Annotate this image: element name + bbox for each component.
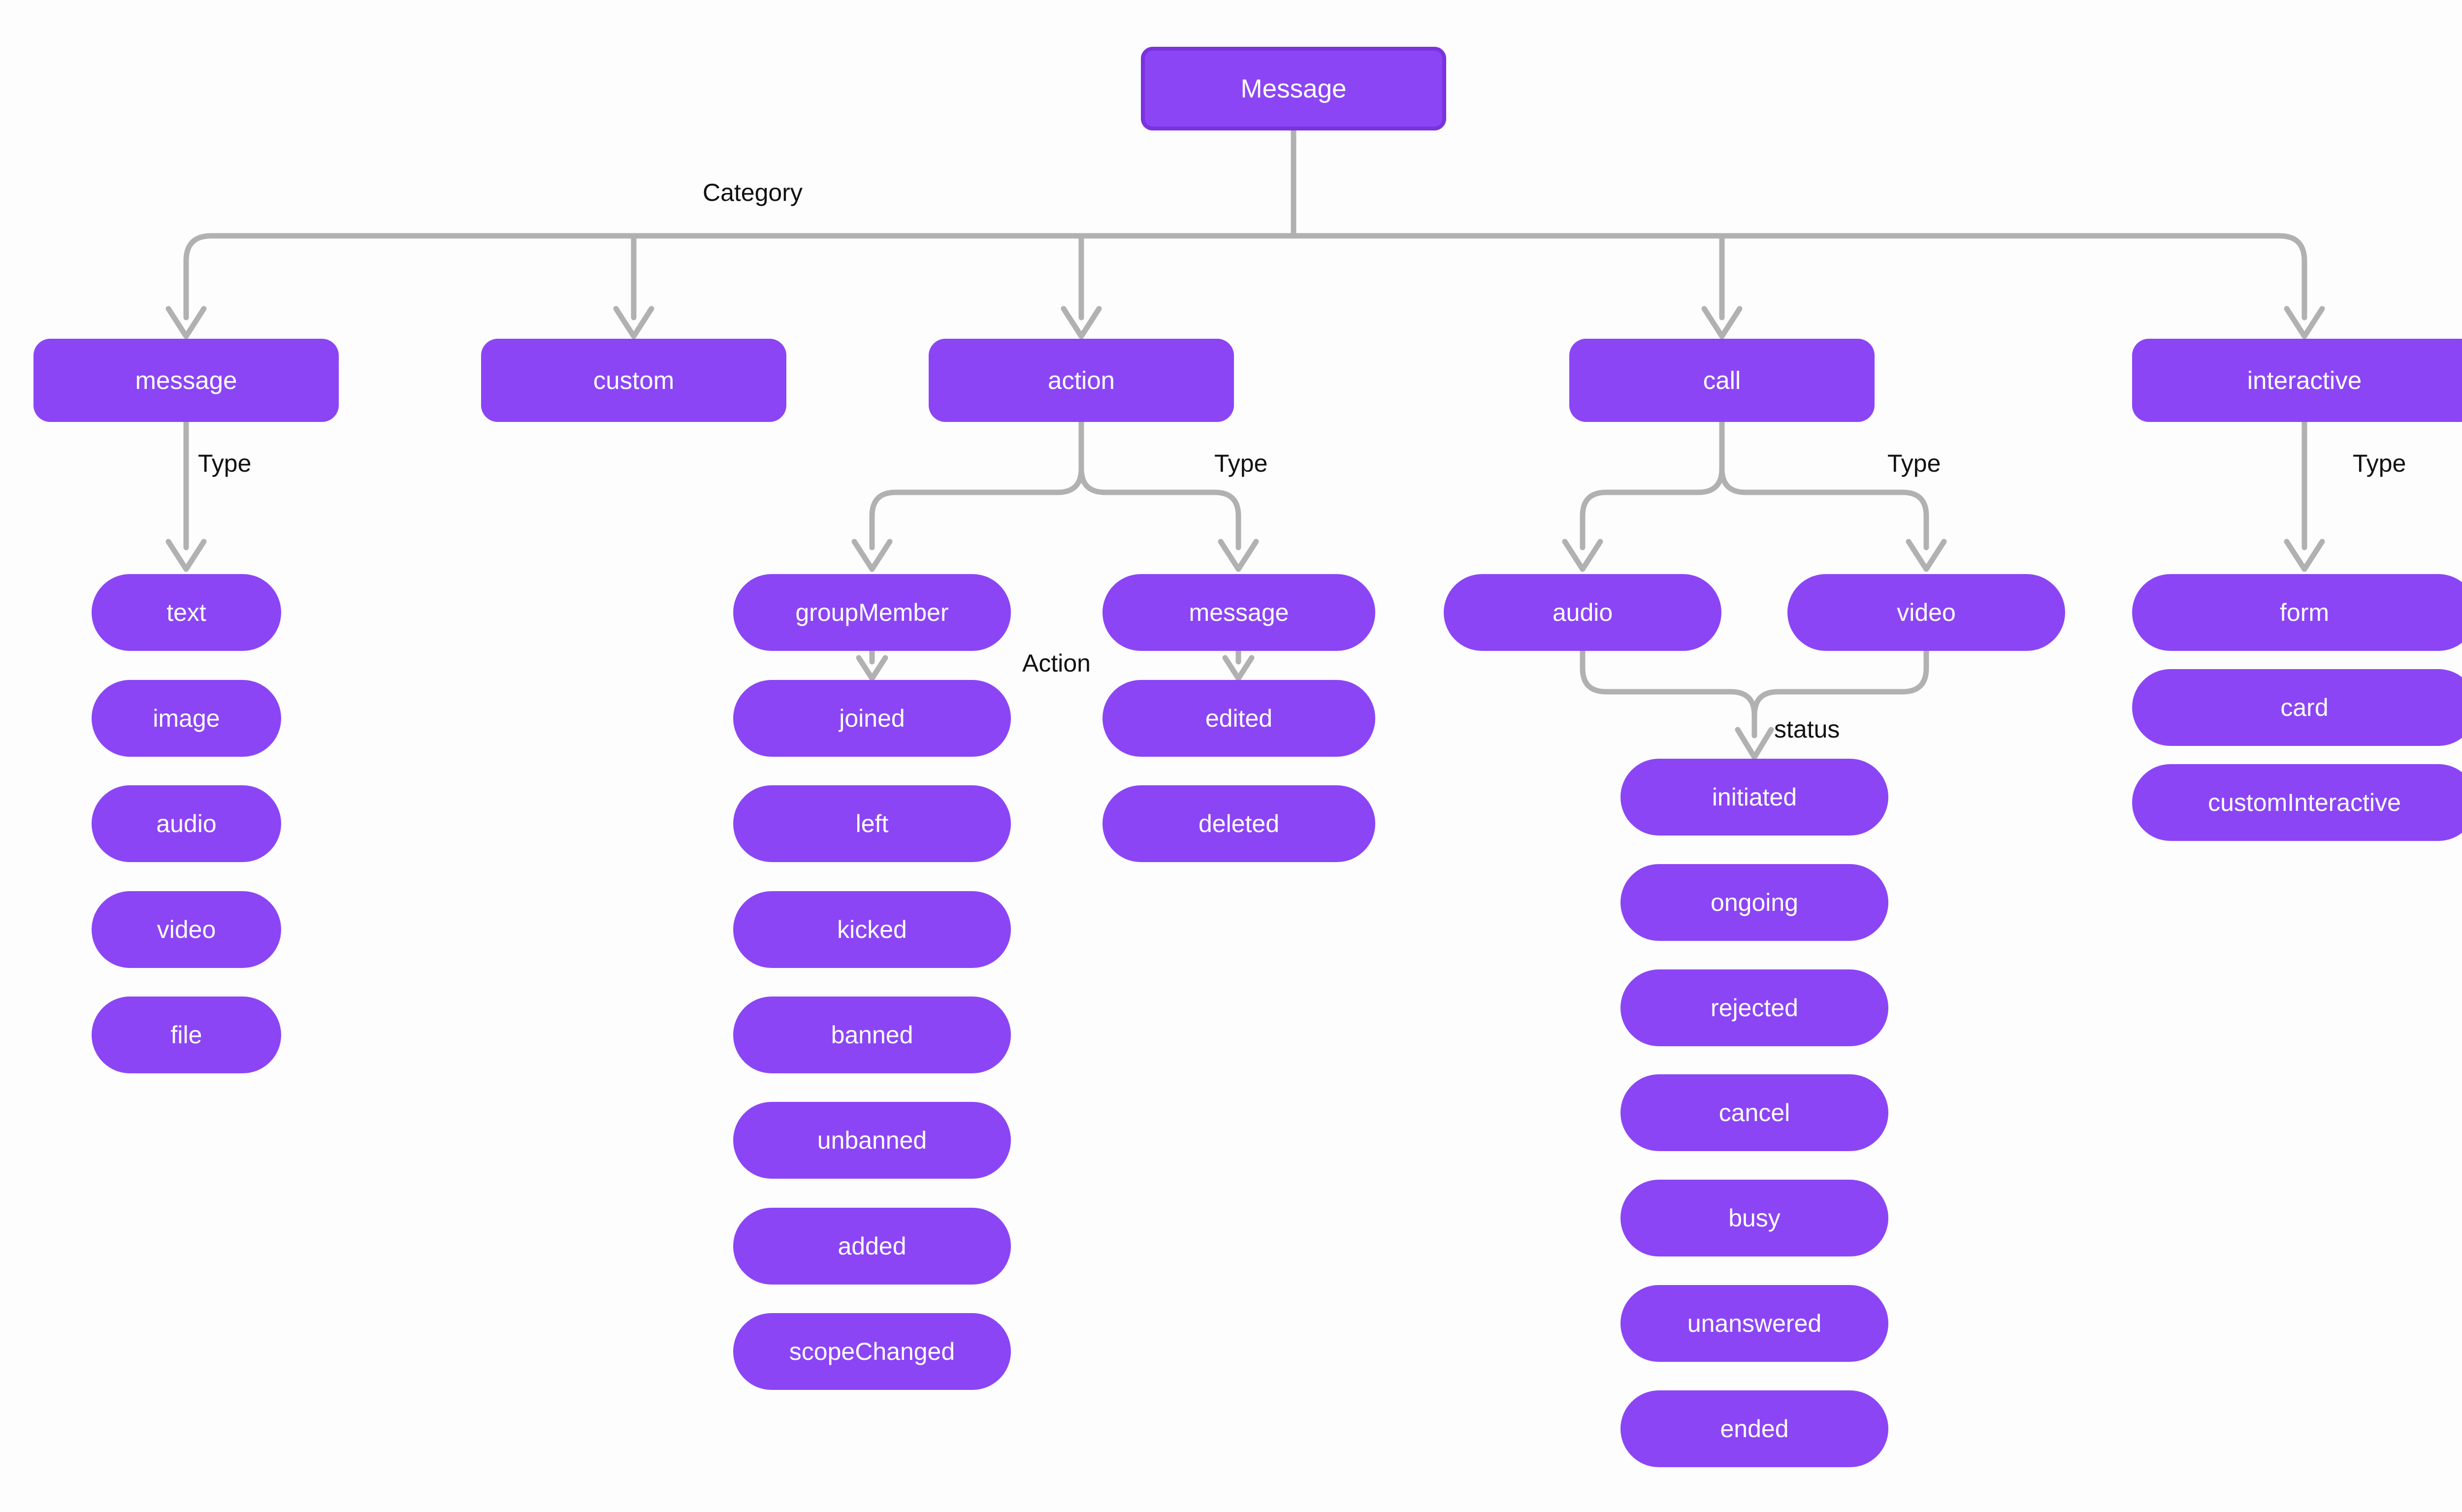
node-action-edited: edited [1102, 680, 1375, 757]
node-category-interactive: interactive [2132, 339, 2462, 422]
node-category-custom: custom [481, 339, 786, 422]
arrowhead-status [1735, 727, 1774, 760]
node-status-busy: busy [1620, 1180, 1888, 1256]
node-type-audio: audio [92, 785, 281, 862]
node-category-call: call [1569, 339, 1875, 422]
node-action-scopechanged: scopeChanged [733, 1313, 1011, 1390]
node-type-video: video [92, 891, 281, 968]
node-call-audio: audio [1444, 574, 1721, 651]
node-action-joined: joined [733, 680, 1011, 757]
node-category-action: action [929, 339, 1234, 422]
node-type-file: file [92, 997, 281, 1073]
node-status-initiated: initiated [1620, 759, 1888, 836]
node-category-message: message [33, 339, 339, 422]
edge-label-type-interactive: Type [2353, 450, 2406, 477]
node-action-left: left [733, 785, 1011, 862]
node-status-cancel: cancel [1620, 1074, 1888, 1151]
edge-label-type-message: Type [198, 450, 252, 477]
node-groupmember: groupMember [733, 574, 1011, 651]
edge-label-type-call: Type [1887, 450, 1941, 477]
node-status-rejected: rejected [1620, 969, 1888, 1046]
connector-root-bus [183, 128, 2307, 321]
edge-label-status: status [1774, 715, 1840, 743]
node-root-message: Message [1141, 47, 1446, 130]
node-interactive-custominteractive: customInteractive [2132, 764, 2462, 841]
edge-label-type-action: Type [1214, 450, 1268, 477]
node-action-deleted: deleted [1102, 785, 1375, 862]
node-call-video: video [1787, 574, 2065, 651]
connector-call-merge [1580, 648, 1929, 739]
node-type-image: image [92, 680, 281, 757]
arrowheads-categories [165, 306, 2325, 339]
connector-action-fork [869, 419, 1241, 550]
connector-action-children [869, 648, 1241, 665]
node-status-unanswered: unanswered [1620, 1285, 1888, 1362]
node-action-message: message [1102, 574, 1375, 651]
arrowheads-level2 [165, 539, 2325, 572]
node-type-text: text [92, 574, 281, 651]
node-action-banned: banned [733, 997, 1011, 1073]
node-status-ended: ended [1620, 1390, 1888, 1467]
edge-label-category: Category [703, 179, 803, 206]
node-interactive-card: card [2132, 669, 2462, 746]
node-interactive-form: form [2132, 574, 2462, 651]
connector-call-fork [1580, 419, 1929, 550]
node-status-ongoing: ongoing [1620, 864, 1888, 941]
edge-label-action: Action [1022, 649, 1091, 677]
node-action-unbanned: unbanned [733, 1102, 1011, 1179]
node-action-added: added [733, 1208, 1011, 1285]
arrowheads-action-children [856, 655, 1255, 681]
node-action-kicked: kicked [733, 891, 1011, 968]
